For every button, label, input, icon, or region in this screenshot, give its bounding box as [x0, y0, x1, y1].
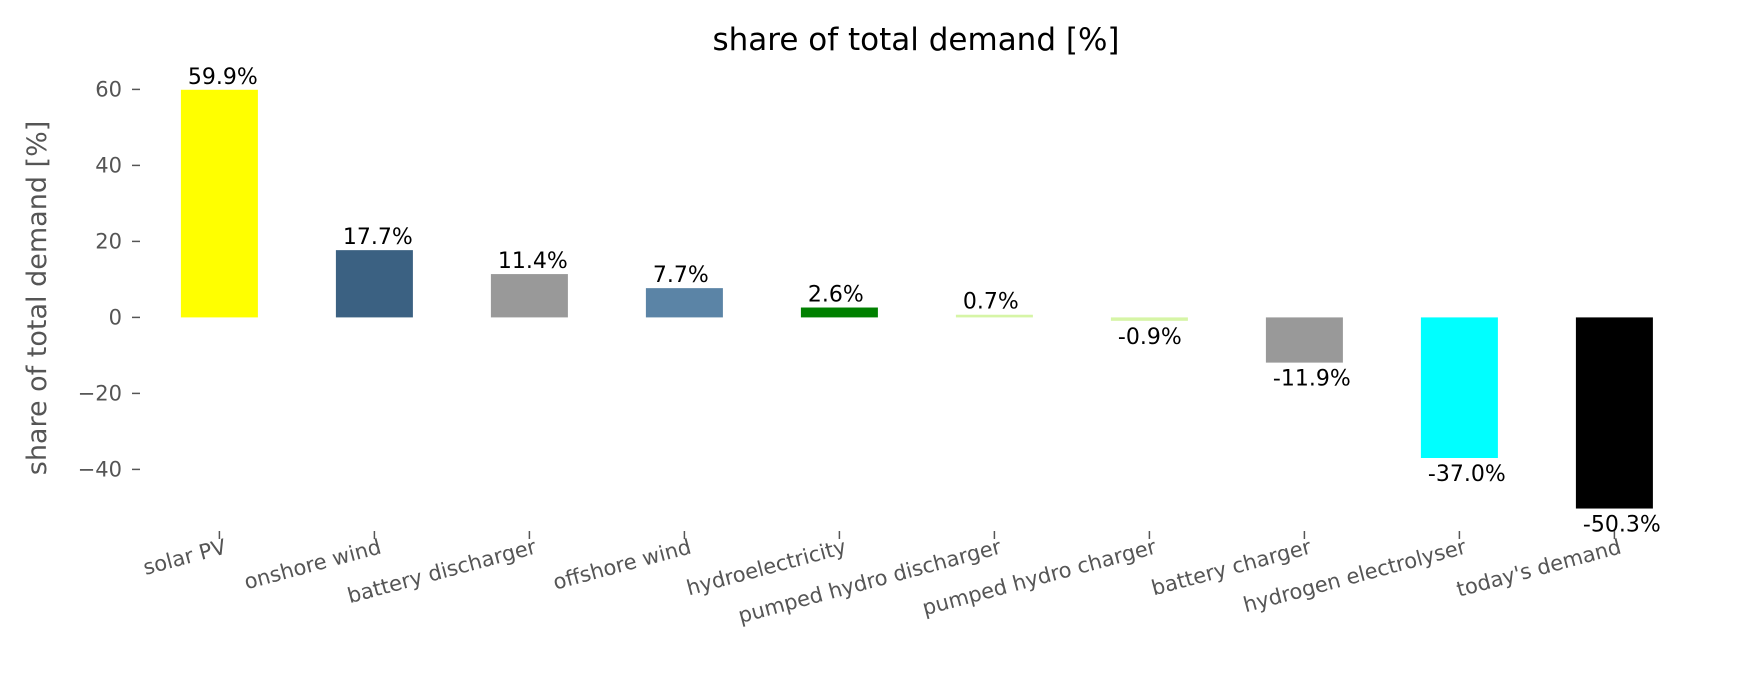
x-tick-label: pumped hydro discharger [736, 535, 1004, 628]
bar [1575, 317, 1653, 509]
data-label: 2.6% [808, 283, 864, 308]
bar [1110, 317, 1188, 321]
y-tick-label: −40 [78, 457, 122, 481]
data-label: 59.9% [188, 65, 258, 90]
bar [490, 274, 568, 318]
bar [645, 288, 723, 318]
chart-title: share of total demand [%] [712, 22, 1119, 58]
y-tick-label: −20 [78, 381, 122, 405]
data-label: -50.3% [1583, 513, 1661, 538]
y-tick-label: 40 [95, 153, 122, 177]
bar [335, 250, 413, 318]
bar [955, 314, 1033, 318]
bar [180, 89, 258, 318]
bars: 59.9% 17.7% 11.4% 7.7% 2.6% 0.7% -0.9% -11.9% -3… [180, 65, 1661, 538]
data-label: 17.7% [343, 225, 413, 250]
data-label: 7.7% [653, 263, 709, 288]
y-tick-label: 20 [95, 229, 122, 253]
bar [800, 307, 878, 318]
x-tick-label: today's demand [1454, 535, 1624, 602]
data-label: 11.4% [498, 249, 568, 274]
y-tick-label: 60 [95, 77, 122, 101]
x-tick-label: solar PV [141, 534, 230, 579]
y-axis-label: share of total demand [%] [22, 121, 53, 476]
data-label: 0.7% [963, 290, 1019, 315]
y-tick-label: 0 [109, 305, 122, 329]
bar [1420, 317, 1498, 458]
data-label: -0.9% [1118, 325, 1182, 350]
x-tick-label: offshore wind [550, 535, 693, 595]
data-label: -37.0% [1428, 462, 1506, 487]
data-label: -11.9% [1273, 367, 1351, 392]
bar [1265, 317, 1343, 363]
y-axis: 60 40 20 0 −20 −40 [78, 77, 140, 481]
